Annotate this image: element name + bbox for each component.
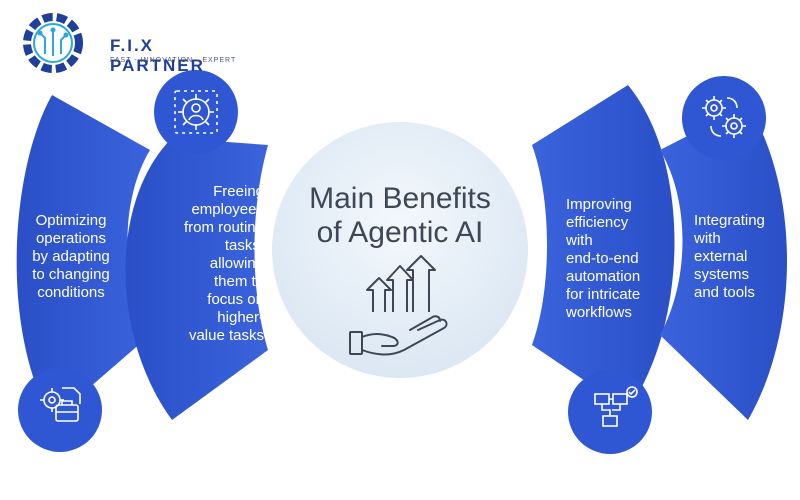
benefit-text-1: Optimizing operations by adapting to cha… xyxy=(16,212,126,302)
benefit-2-line: Freeing xyxy=(213,183,264,200)
brand-logo: F.I.X PARTNER FAST - INNOVATION - EXPERT xyxy=(18,8,235,78)
icon-circle-gear-person xyxy=(154,70,238,154)
benefit-1-line: by adapting xyxy=(32,248,110,265)
benefit-3-line: efficiency xyxy=(566,214,629,231)
gear-person-icon xyxy=(174,90,218,134)
benefit-1-line: to changing xyxy=(32,266,110,283)
benefit-4-line: Integrating xyxy=(694,212,765,229)
benefit-blade-1 xyxy=(16,95,151,420)
benefit-1-line: Optimizing xyxy=(35,212,107,229)
benefit-2-line: tasks, xyxy=(224,237,264,254)
growth-arrows-icon xyxy=(366,255,436,312)
gear-briefcase-icon xyxy=(40,387,81,422)
brand-tagline: FAST - INNOVATION - EXPERT xyxy=(110,57,237,64)
benefit-4-line: systems xyxy=(694,266,750,283)
benefit-2-line: value tasks xyxy=(188,327,264,344)
benefit-4-line: external xyxy=(694,248,748,265)
benefit-2-line: employees xyxy=(191,201,264,218)
benefit-3-line: automation xyxy=(566,268,641,285)
benefit-3-line: workflows xyxy=(566,304,632,321)
center-title-line-2: of Agentic AI xyxy=(316,216,484,249)
benefit-2-line: from routine xyxy=(183,219,264,236)
benefit-2-line: them to xyxy=(213,273,264,290)
gear-circuit-logo-icon xyxy=(23,13,83,73)
workflow-icon xyxy=(594,386,638,427)
benefit-blade-3 xyxy=(532,85,675,410)
open-hand-icon xyxy=(349,315,448,356)
center-title: Main Benefits of Agentic AI xyxy=(282,182,518,250)
benefit-2-line: allowing xyxy=(209,255,264,272)
gears-icon xyxy=(702,96,746,138)
benefit-3-line: with xyxy=(566,232,593,249)
benefit-2-line: focus on xyxy=(207,291,264,308)
icon-circle-gear-briefcase xyxy=(18,368,102,452)
brand-name: F.I.X PARTNER xyxy=(110,36,205,75)
benefit-text-2: Freeing employees from routine tasks, al… xyxy=(146,183,264,345)
benefit-4-line: with xyxy=(694,230,721,247)
center-title-line-1: Main Benefits xyxy=(309,182,491,215)
center-circle xyxy=(272,122,528,378)
benefit-1-line: operations xyxy=(35,230,107,247)
benefit-3-line: Improving xyxy=(566,196,632,213)
icon-circle-gears xyxy=(682,76,766,160)
benefit-3-line: end-to-end xyxy=(566,250,639,267)
benefit-2-line: higher- xyxy=(217,309,264,326)
benefit-blade-4 xyxy=(660,105,787,420)
benefit-4-line: and tools xyxy=(694,284,755,301)
benefit-text-4: Integrating with external systems and to… xyxy=(694,212,784,302)
icon-circle-workflow xyxy=(568,370,652,454)
benefit-blade-2 xyxy=(125,138,268,420)
benefit-text-3: Improving efficiency with end-to-end aut… xyxy=(566,196,666,322)
benefit-3-line: for intricate xyxy=(566,286,641,303)
benefit-1-line: conditions xyxy=(37,284,105,301)
